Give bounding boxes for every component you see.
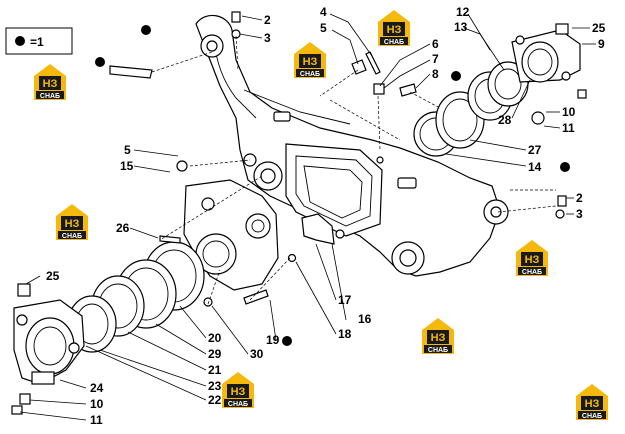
callout-20: 20	[208, 331, 222, 345]
left-assembly	[11, 65, 345, 415]
callout-11: 11	[90, 413, 103, 427]
callout-10: 10	[562, 105, 576, 119]
callout-18: 18	[338, 327, 352, 341]
callout-22: 22	[208, 393, 222, 407]
callout-14: 14	[528, 160, 542, 174]
svg-text:СНАБ: СНАБ	[582, 413, 602, 420]
callout-5: 5	[320, 21, 327, 35]
callout-7: 7	[432, 52, 439, 66]
callout-15: 15	[120, 159, 134, 173]
svg-text:НЗ: НЗ	[231, 386, 246, 398]
main-frame	[195, 14, 509, 277]
callout-4: 4	[320, 5, 327, 19]
svg-text:СНАБ: СНАБ	[428, 347, 448, 354]
watermark-logo: НЗ СНАБ	[34, 64, 66, 100]
callout-21: 21	[208, 363, 222, 377]
svg-text:СНАБ: СНАБ	[384, 39, 404, 46]
watermark-logo: НЗ СНАБ	[378, 10, 410, 46]
legend-text: =1	[30, 35, 44, 49]
callout-13: 13	[454, 20, 468, 34]
callout-29: 29	[208, 347, 222, 361]
svg-text:НЗ: НЗ	[387, 24, 402, 36]
callout-10: 10	[90, 397, 104, 411]
legend-dot-icon	[15, 36, 25, 46]
callout-24: 24	[90, 381, 104, 395]
svg-text:СНАБ: СНАБ	[228, 401, 248, 408]
callout-8: 8	[432, 67, 439, 81]
svg-text:НЗ: НЗ	[43, 78, 58, 90]
watermark-logo: НЗ СНАБ	[222, 372, 254, 408]
svg-text:НЗ: НЗ	[303, 56, 318, 68]
svg-text:СНАБ: СНАБ	[40, 93, 60, 100]
callout-23: 23	[208, 379, 222, 393]
callout-25: 25	[592, 21, 606, 35]
callout-26: 26	[116, 221, 130, 235]
callout-12: 12	[456, 5, 470, 19]
watermark-logo: НЗ СНАБ	[576, 384, 608, 420]
watermark-logo: НЗ СНАБ	[422, 318, 454, 354]
callout-3: 3	[264, 31, 271, 45]
callout-16: 16	[358, 312, 372, 326]
assembly-lines	[151, 35, 557, 305]
callout-19: 19	[266, 333, 280, 347]
callout-11: 11	[562, 121, 575, 135]
svg-text:НЗ: НЗ	[65, 218, 80, 230]
svg-text:НЗ: НЗ	[431, 332, 446, 344]
callout-labels: 2 3 4 5 12 13 6 7 8 25 9 10 11 28 27 14 …	[46, 5, 606, 427]
callout-9: 9	[598, 37, 605, 51]
watermark-logo: НЗ СНАБ	[56, 204, 88, 240]
callout-25: 25	[46, 269, 60, 283]
svg-text:НЗ: НЗ	[585, 398, 600, 410]
watermark-logo: НЗ СНАБ	[294, 42, 326, 78]
watermark-logo: НЗ СНАБ	[516, 240, 548, 276]
leader-lines	[19, 13, 596, 421]
marker-dots	[95, 25, 570, 346]
svg-text:СНАБ: СНАБ	[300, 71, 320, 78]
right-seal-stack	[413, 23, 581, 157]
svg-text:СНАБ: СНАБ	[522, 269, 542, 276]
callout-2: 2	[576, 191, 583, 205]
callout-6: 6	[432, 37, 439, 51]
callout-17: 17	[338, 293, 352, 307]
callout-28: 28	[498, 113, 512, 127]
svg-text:СНАБ: СНАБ	[62, 233, 82, 240]
callout-30: 30	[250, 347, 264, 361]
callout-27: 27	[528, 143, 542, 157]
callout-3: 3	[576, 207, 583, 221]
legend-box: =1	[5, 27, 73, 55]
hardware-parts	[231, 11, 587, 219]
callout-2: 2	[264, 13, 271, 27]
svg-text:НЗ: НЗ	[525, 254, 540, 266]
callout-5: 5	[124, 143, 131, 157]
